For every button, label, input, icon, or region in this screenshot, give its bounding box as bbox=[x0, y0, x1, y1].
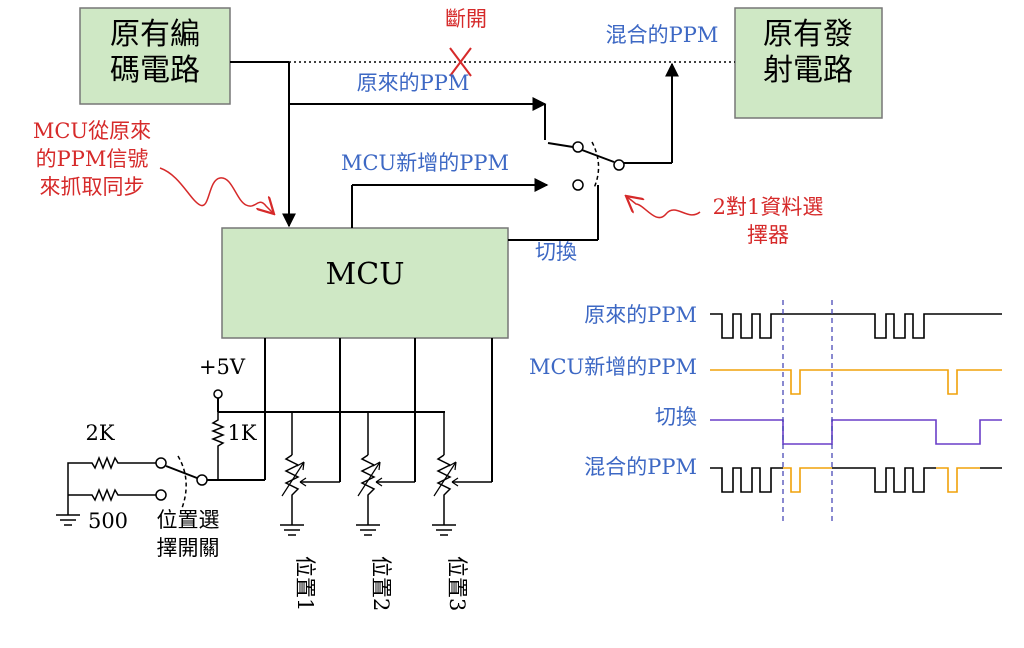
pullup-resistor-label: 1K bbox=[227, 421, 256, 445]
potentiometer-3-label: 位置3 bbox=[445, 556, 469, 611]
resistor-2k-label: 2K bbox=[85, 421, 114, 445]
timing-label-switch: 切換 bbox=[655, 405, 697, 429]
transmitter-block: 原有發 射電路 bbox=[734, 7, 883, 119]
cut-label: 斷開 bbox=[445, 7, 487, 31]
ppm-wiring bbox=[230, 61, 735, 241]
encoder-label-line1: 原有編 bbox=[110, 17, 200, 52]
transmitter-label-line2: 射電路 bbox=[763, 53, 853, 88]
sync-pointer-arrow bbox=[159, 167, 274, 214]
mcu-new-ppm-label: MCU新增的PPM bbox=[341, 151, 509, 175]
ground-icon bbox=[432, 524, 456, 536]
ground-icon bbox=[56, 514, 80, 526]
selector-pointer-arrow bbox=[626, 196, 701, 219]
pullup-resistor-icon bbox=[210, 412, 226, 480]
potentiometer-3-icon: 位置3 bbox=[432, 412, 492, 611]
resistor-2k-icon bbox=[67, 455, 156, 515]
trace-mixed-ppm-original bbox=[710, 467, 1002, 493]
switch-label: 切換 bbox=[535, 240, 577, 264]
timing-label-mixed-ppm: 混合的PPM bbox=[584, 455, 697, 479]
selector-note-line1: 2對1資料選 bbox=[713, 195, 824, 219]
resistor-500-label: 500 bbox=[88, 509, 128, 533]
position-switch-label-line1: 位置選 bbox=[157, 508, 220, 532]
potentiometer-1-label: 位置1 bbox=[293, 556, 317, 611]
trace-mcu-new-ppm bbox=[710, 369, 1002, 395]
timing-label-original-ppm: 原來的PPM bbox=[584, 303, 697, 327]
mixed-ppm-label: 混合的PPM bbox=[606, 23, 719, 47]
encoder-label-line2: 碼電路 bbox=[110, 53, 200, 88]
selector-note-line2: 擇器 bbox=[747, 223, 789, 247]
position-switch-label-line2: 擇開關 bbox=[157, 536, 220, 560]
original-ppm-label: 原來的PPM bbox=[357, 71, 470, 95]
vcc-label: +5V bbox=[199, 355, 246, 379]
mcu-sync-annotation: MCU從原來 的PPM信號 來抓取同步 bbox=[33, 119, 274, 214]
trace-switch bbox=[710, 419, 1002, 445]
potentiometer-1-icon: 位置1 bbox=[280, 412, 340, 611]
mcu-block: MCU bbox=[221, 227, 509, 339]
cut-mark-icon bbox=[449, 47, 472, 77]
potentiometer-2-label: 位置2 bbox=[369, 556, 393, 611]
ground-icon bbox=[356, 524, 380, 536]
potentiometer-group: 位置1 位置2 位置3 bbox=[280, 412, 492, 611]
potentiometer-2-icon: 位置2 bbox=[356, 412, 415, 611]
timing-diagram: 原來的PPM MCU新增的PPM 切換 混合的PPM bbox=[529, 300, 1002, 524]
mcu-sync-note-line1: MCU從原來 bbox=[33, 119, 151, 143]
timing-label-mcu-new-ppm: MCU新增的PPM bbox=[529, 355, 697, 379]
encoder-block: 原有編 碼電路 bbox=[79, 7, 231, 105]
position-switch-icon bbox=[155, 455, 208, 509]
trace-original-ppm bbox=[710, 313, 1002, 339]
trace-mixed-ppm-mcu bbox=[783, 467, 980, 493]
mcu-label: MCU bbox=[326, 257, 405, 292]
transmitter-label-line1: 原有發 bbox=[763, 17, 853, 52]
mcu-sync-note-line2: 的PPM信號 bbox=[36, 147, 149, 171]
position-input-circuit: +5V 1K 2K 500 位置選 擇開關 bbox=[56, 338, 493, 560]
mcu-sync-note-line3: 來抓取同步 bbox=[40, 175, 145, 199]
resistor-500-icon bbox=[68, 487, 156, 503]
selector-switch-icon bbox=[547, 141, 625, 191]
ground-icon bbox=[280, 524, 304, 536]
vcc-terminal-icon bbox=[213, 389, 223, 399]
selector-annotation: 2對1資料選 擇器 bbox=[626, 195, 823, 247]
